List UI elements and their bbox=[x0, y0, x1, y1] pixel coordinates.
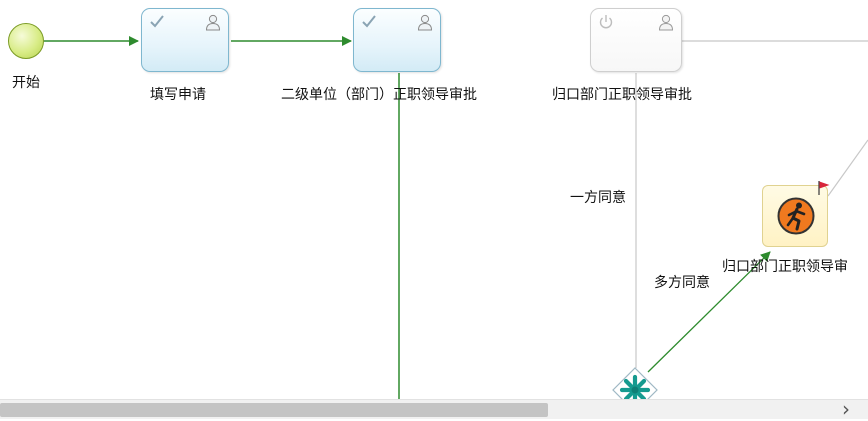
flow-exit-up bbox=[827, 139, 868, 197]
task-dept-approval-label: 归口部门正职领导审批 bbox=[552, 87, 692, 103]
flow-label-multi-party: 多方同意 bbox=[654, 275, 710, 291]
flow-multi-party bbox=[647, 251, 771, 373]
exit-node[interactable] bbox=[762, 181, 830, 247]
scroll-thumb[interactable] bbox=[0, 403, 548, 417]
flow-label-one-party: 一方同意 bbox=[570, 190, 626, 206]
task-dept-approval[interactable] bbox=[590, 8, 682, 72]
check-icon bbox=[150, 15, 164, 28]
task-level2-approval[interactable] bbox=[353, 8, 441, 72]
flag-icon bbox=[818, 181, 830, 195]
exit-node-label: 归口部门正职领导审 bbox=[722, 259, 848, 275]
start-event-label: 开始 bbox=[12, 75, 40, 91]
check-icon bbox=[362, 15, 376, 28]
user-icon bbox=[205, 14, 221, 31]
task-fill-application[interactable] bbox=[141, 8, 229, 72]
task-fill-application-label: 填写申请 bbox=[150, 87, 206, 103]
user-icon bbox=[417, 14, 433, 31]
start-event[interactable] bbox=[8, 23, 44, 59]
task-level2-approval-label: 二级单位（部门）正职领导审批 bbox=[281, 87, 477, 103]
user-icon bbox=[658, 14, 674, 31]
runner-exit-icon bbox=[777, 197, 815, 235]
scroll-right-arrow-icon[interactable]: › bbox=[842, 397, 850, 421]
horizontal-scrollbar[interactable]: › bbox=[0, 399, 868, 419]
power-icon bbox=[599, 15, 613, 29]
